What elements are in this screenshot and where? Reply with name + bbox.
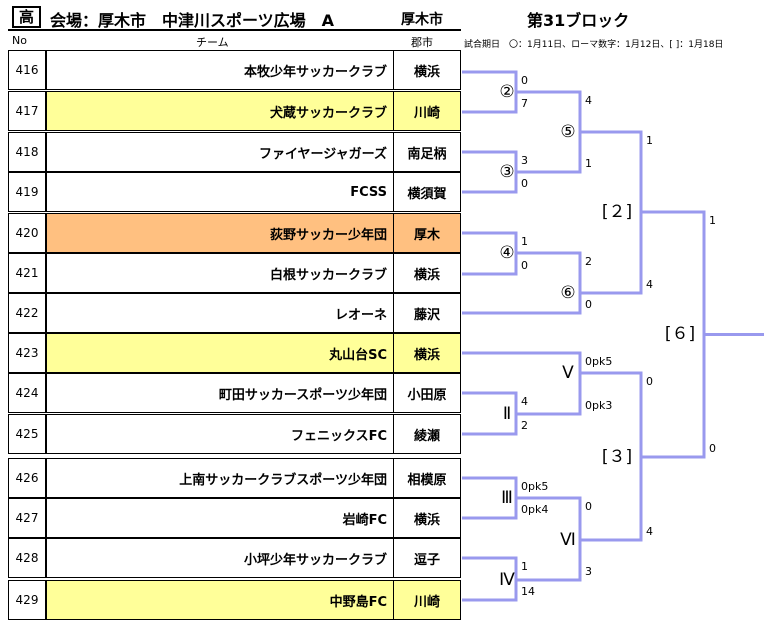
team-number: 427: [8, 498, 46, 538]
team-number: 420: [8, 213, 46, 253]
team-name: 荻野サッカー少年団: [46, 213, 394, 253]
team-city: 逗子: [393, 538, 461, 578]
team-number: 426: [8, 458, 46, 498]
score-bottom: 14: [521, 585, 535, 598]
team-name: 犬蔵サッカークラブ: [46, 91, 394, 131]
team-city: 横浜: [393, 253, 461, 293]
match-label: ②: [499, 82, 514, 102]
bracket-line: [462, 251, 582, 315]
team-number: 422: [8, 293, 46, 333]
team-name: 丸山台SC: [46, 333, 394, 373]
match-label: Ⅲ: [501, 488, 513, 508]
team-number: 429: [8, 580, 46, 620]
score-bottom: 0pk4: [521, 503, 548, 516]
match-label: Ⅴ: [562, 363, 574, 383]
match-label: ⑥: [560, 283, 575, 303]
score-bottom: 3: [585, 565, 592, 578]
team-city: 横浜: [393, 333, 461, 373]
team-city: 川崎: [393, 580, 461, 620]
match-label: [６]: [665, 324, 695, 344]
match-label: [３]: [602, 447, 632, 467]
block-title: 第31ブロック: [527, 11, 630, 30]
score-top: 0pk5: [585, 355, 612, 368]
score-bottom: 4: [646, 278, 653, 291]
team-number: 419: [8, 172, 46, 212]
match-label: Ⅱ: [503, 404, 511, 424]
team-number: 424: [8, 373, 46, 413]
score-top: 0: [521, 74, 528, 87]
match-label: ③: [499, 162, 514, 182]
team-number: 416: [8, 50, 46, 90]
score-top: 1: [521, 560, 528, 573]
team-city: 南足柄: [393, 132, 461, 172]
score-top: 1: [521, 235, 528, 248]
team-number: 418: [8, 132, 46, 172]
score-top: 1: [646, 134, 653, 147]
team-name: 中野島FC: [46, 580, 394, 620]
score-bottom: 4: [646, 525, 653, 538]
team-city: 藤沢: [393, 293, 461, 333]
score-bottom: 1: [585, 157, 592, 170]
team-city: 横浜: [393, 50, 461, 90]
venue-title: 会場：厚木市 中津川スポーツ広場 A: [50, 11, 335, 30]
team-city: 横須賀: [393, 172, 461, 212]
host-city: 厚木市: [401, 12, 443, 28]
column-header-team: チーム: [196, 36, 229, 49]
score-bottom: 0: [709, 442, 716, 455]
score-bottom: 0pk3: [585, 399, 612, 412]
match-label: ④: [499, 243, 514, 263]
bracket-line: [462, 351, 582, 416]
header-divider: [8, 29, 461, 31]
match-label: Ⅵ: [560, 530, 576, 550]
team-number: 421: [8, 253, 46, 293]
score-top: 4: [521, 395, 528, 408]
team-number: 423: [8, 333, 46, 373]
team-city: 小田原: [393, 373, 461, 413]
score-top: 2: [585, 255, 592, 268]
score-top: 0: [646, 375, 653, 388]
score-top: 0pk5: [521, 480, 548, 493]
score-bottom: 0: [521, 259, 528, 272]
team-city: 横浜: [393, 498, 461, 538]
column-header-city: 郡市: [411, 36, 433, 49]
team-city: 川崎: [393, 91, 461, 131]
team-city: 相模原: [393, 458, 461, 498]
score-top: 1: [709, 214, 716, 227]
schedule-note: 試合期日 〇：1月11日、ローマ数字：1月12日、[ ]：1月18日: [464, 40, 724, 50]
team-city: 綾瀬: [393, 414, 461, 454]
team-number: 428: [8, 538, 46, 578]
column-header-no: No: [12, 34, 27, 47]
team-number: 425: [8, 414, 46, 454]
score-top: 0: [585, 500, 592, 513]
score-top: 3: [521, 154, 528, 167]
score-bottom: 2: [521, 419, 528, 432]
score-top: 4: [585, 94, 592, 107]
score-bottom: 0: [585, 298, 592, 311]
match-label: [２]: [602, 202, 632, 222]
team-number: 417: [8, 91, 46, 131]
match-label: Ⅳ: [499, 570, 515, 590]
score-bottom: 7: [521, 97, 528, 110]
score-bottom: 0: [521, 177, 528, 190]
team-city: 厚木: [393, 213, 461, 253]
match-label: ⑤: [560, 122, 575, 142]
grade-badge: 高: [12, 6, 41, 28]
